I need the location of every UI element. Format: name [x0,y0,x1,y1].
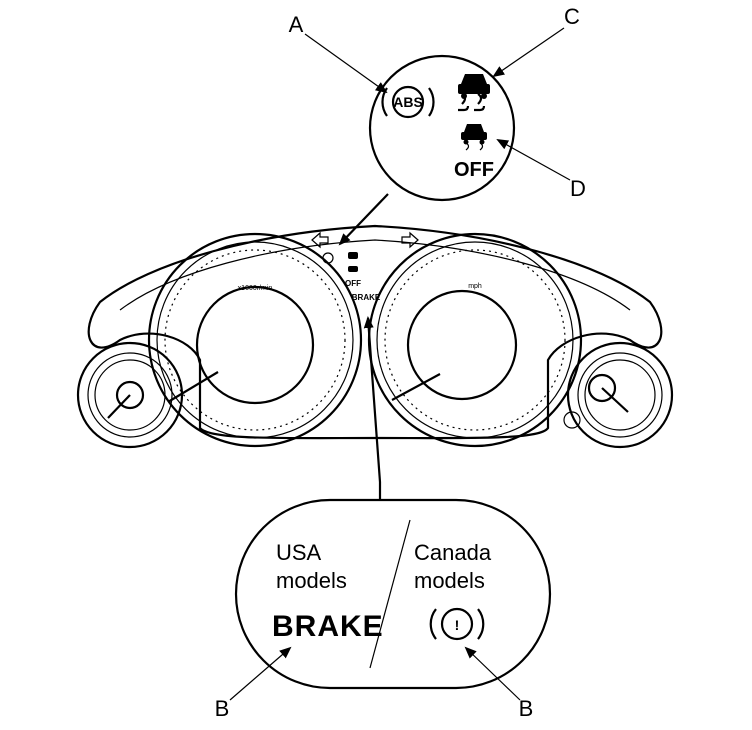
canada-models-line1: Canada [414,540,492,565]
callout-b-right: B [519,696,534,721]
callout-c-leader [492,27,565,78]
callout-a-leader [304,33,388,94]
callout-d: D [570,176,586,201]
abs-indicator-icon: ABS [381,85,435,119]
mini-brake-label: BRAKE [352,293,381,302]
callout-c: C [564,4,580,29]
callout-d-leader [496,139,571,181]
left-side-gauge [76,341,184,449]
callout-b-left: B [215,696,230,721]
speedometer-gauge: mph [367,232,583,448]
tach-unit-label: x1000r/min [238,285,273,292]
abs-label: ABS [393,94,423,110]
brake-indicator-label: BRAKE [272,610,384,643]
top-inset-pointer [338,193,389,246]
usa-models-line1: USA [276,540,322,565]
right-turn-signal-icon [401,231,419,249]
instrument-cluster: x1000r/min mph OFF BRAKE [76,224,674,449]
callout-a: A [289,12,304,37]
brake-warning-icon: ! [429,607,485,641]
bottom-inset-pointer [363,316,382,500]
traction-off-icon: OFF [454,124,494,181]
mini-abs-icon [322,252,334,264]
mini-off-label: OFF [345,279,361,288]
divider [369,519,411,669]
mini-traction-off-icon [348,266,358,272]
traction-off-label: OFF [454,159,494,181]
tachometer-gauge: x1000r/min [147,232,363,448]
top-inset: ABS OFF [368,54,516,202]
exclaim-mark: ! [455,617,460,633]
left-turn-signal-icon [311,231,329,249]
speed-unit-label: mph [468,283,482,290]
right-side-gauge [563,341,674,449]
usa-models-line2: models [276,568,347,593]
mini-traction-icon [348,252,358,259]
canada-models-line2: models [414,568,485,593]
traction-control-icon [458,74,490,112]
callout-b-right-leader [464,646,521,701]
bottom-inset: USA models BRAKE Canada models ! [234,498,552,690]
callout-b-left-leader [229,646,292,701]
